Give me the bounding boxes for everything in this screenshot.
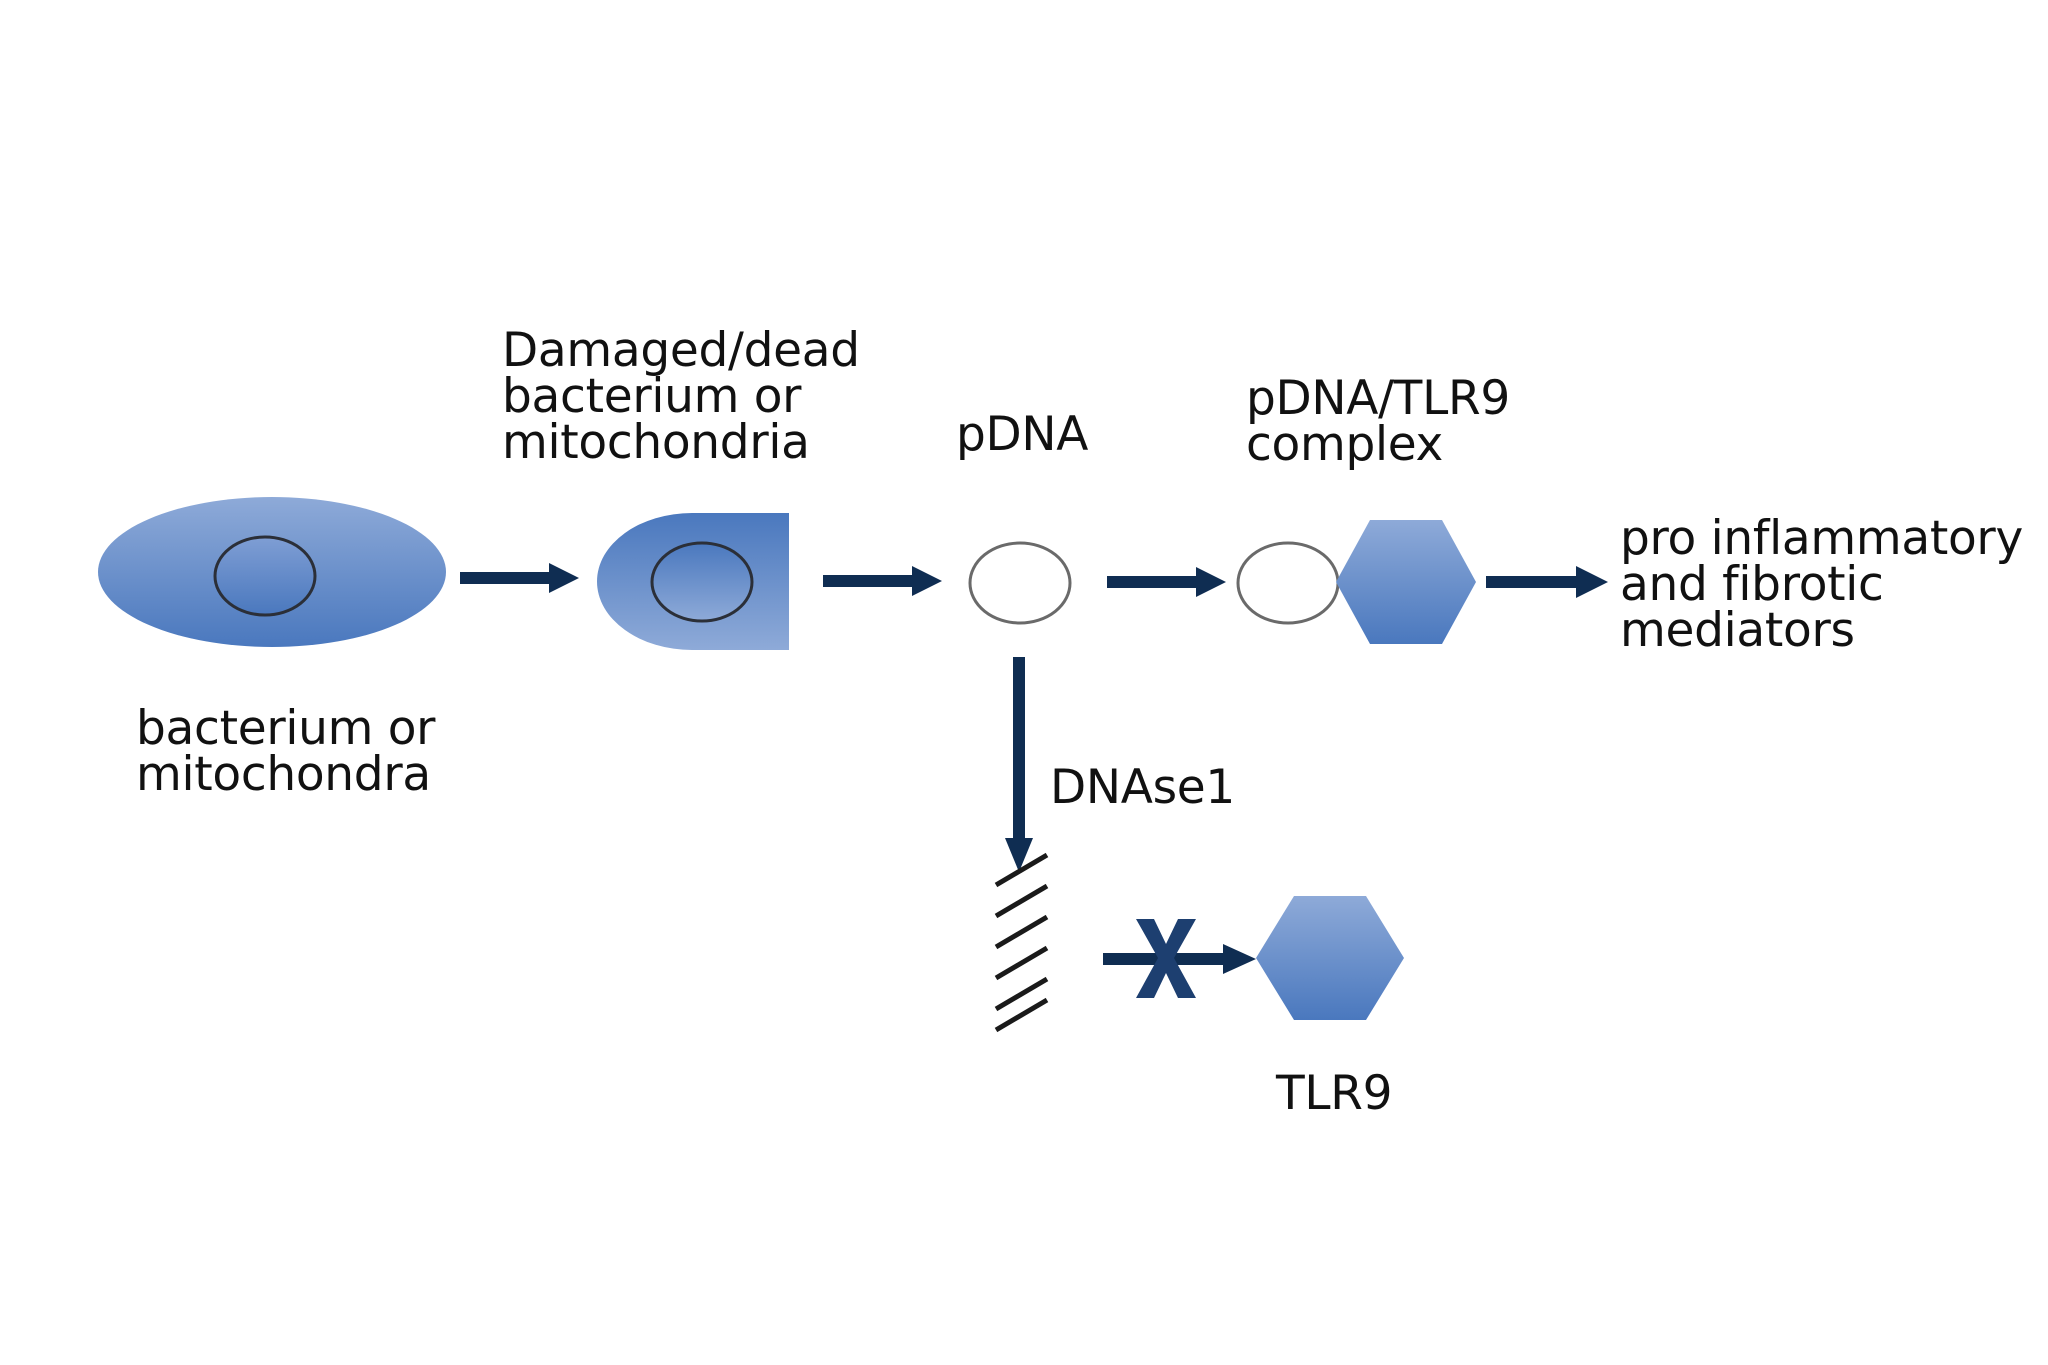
label-mediators: pro inflammatory and fibrotic mediators (1620, 511, 2023, 658)
arrow-2 (823, 566, 942, 596)
label-dnase-text: DNAse1 (1050, 760, 1236, 815)
label-pdna-text: pDNA (956, 407, 1089, 462)
label-pdna: pDNA (956, 407, 1089, 462)
dna-fragments-icon (994, 852, 1049, 1033)
arrow-3 (1107, 567, 1226, 597)
x-block-icon (1136, 919, 1196, 998)
damaged-bacterium-shape (597, 513, 789, 650)
label-bacterium: bacterium or mitochondra (136, 701, 436, 802)
tlr9-shape (1256, 896, 1404, 1020)
label-tlr9-text: TLR9 (1276, 1066, 1393, 1121)
label-mediators-line2: and fibrotic (1620, 557, 1884, 612)
label-dnase: DNAse1 (1050, 760, 1236, 815)
label-complex-line1: pDNA/TLR9 (1246, 371, 1510, 426)
bacterium-shape (98, 497, 446, 647)
dnase-arrow (1005, 657, 1033, 872)
arrow-1 (460, 563, 579, 593)
label-damaged: Damaged/dead bacterium or mitochondria (502, 323, 860, 470)
label-complex: pDNA/TLR9 complex (1246, 371, 1510, 472)
label-mediators-line3: mediators (1620, 603, 1855, 658)
complex-shape (1236, 520, 1476, 644)
label-damaged-line2: bacterium or (502, 369, 802, 424)
label-mediators-line1: pro inflammatory (1620, 511, 2023, 566)
label-bacterium-line2: mitochondra (136, 747, 431, 802)
label-damaged-line1: Damaged/dead (502, 323, 860, 378)
label-tlr9: TLR9 (1276, 1066, 1393, 1121)
label-bacterium-line1: bacterium or (136, 701, 436, 756)
pdna-ring (968, 541, 1072, 625)
label-damaged-line3: mitochondria (502, 415, 810, 470)
label-complex-line2: complex (1246, 417, 1444, 472)
arrow-4 (1486, 566, 1608, 598)
